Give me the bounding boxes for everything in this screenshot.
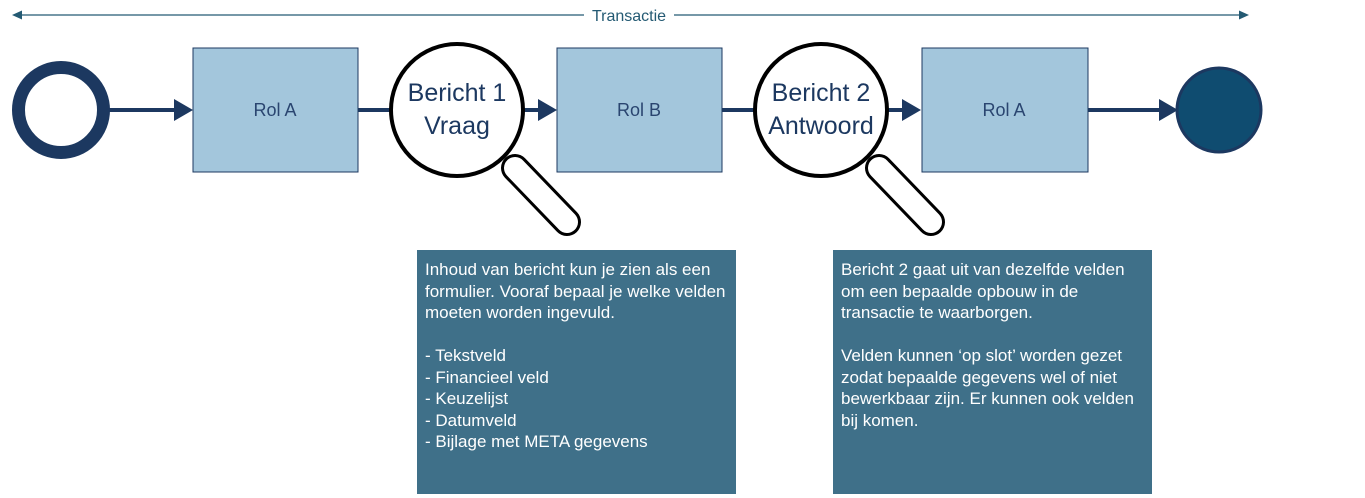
list-item: - Bijlage met META gegevens xyxy=(425,432,648,451)
message-1-subtitle: Vraag xyxy=(424,112,490,140)
transaction-span-arrow: Transactie xyxy=(12,5,1249,25)
message-2-note-paragraph-2: Velden kunnen ‘op slot’ worden gezet zod… xyxy=(841,346,1134,430)
magnifier-icon xyxy=(753,42,945,236)
message-2-title: Bericht 2 xyxy=(772,79,871,107)
message-1-field-list: - Tekstveld - Financieel veld - Keuzelij… xyxy=(425,345,728,453)
role-box-3: Rol A xyxy=(921,47,1089,173)
transaction-label: Transactie xyxy=(592,8,666,25)
message-2-note: Bericht 2 gaat uit van dezelfde velden o… xyxy=(833,250,1152,494)
start-event xyxy=(12,61,110,159)
role-box-1-label: Rol A xyxy=(253,100,296,120)
list-item: - Datumveld xyxy=(425,410,517,430)
role-box-2-label: Rol B xyxy=(617,100,661,120)
message-1-note: Inhoud van bericht kun je zien als een f… xyxy=(417,250,736,494)
role-box-1: Rol A xyxy=(192,47,359,173)
message-2-subtitle: Antwoord xyxy=(768,112,874,140)
sequence-flow-4 xyxy=(1088,99,1178,121)
message-1-note-intro: Inhoud van bericht kun je zien als een f… xyxy=(425,260,726,322)
message-1-title: Bericht 1 xyxy=(408,79,507,107)
sequence-flow-1 xyxy=(104,99,193,121)
list-item: - Keuzelijst xyxy=(425,389,509,408)
role-box-3-label: Rol A xyxy=(982,100,1025,120)
list-item: - Financieel veld xyxy=(425,367,549,387)
message-2-note-paragraph-1: Bericht 2 gaat uit van dezelfde velden o… xyxy=(841,260,1125,322)
list-item: - Tekstveld xyxy=(425,346,506,365)
role-box-2: Rol B xyxy=(556,47,723,173)
end-event xyxy=(1175,66,1263,154)
magnifier-icon xyxy=(389,42,581,236)
